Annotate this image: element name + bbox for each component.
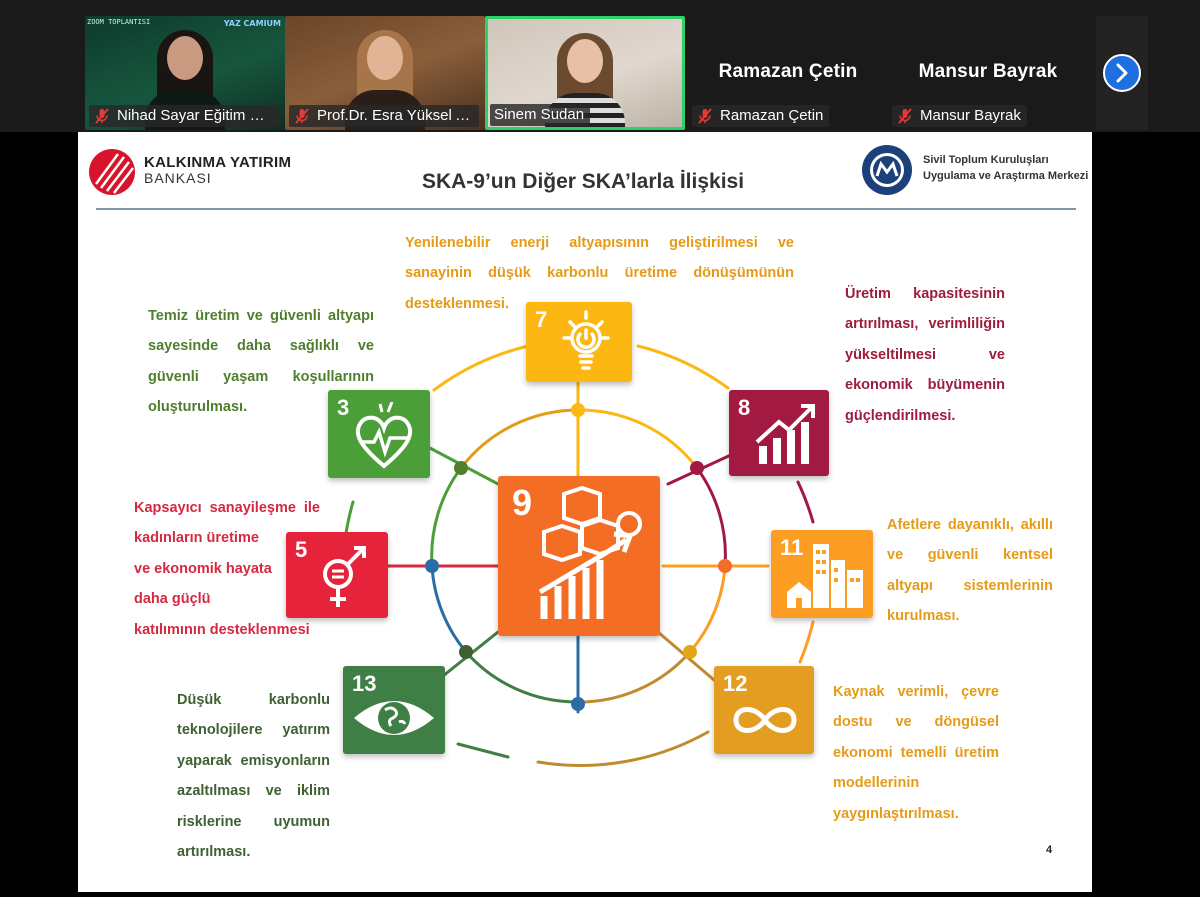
sdg5-description-line: ve ekonomik hayata <box>134 560 272 577</box>
sdg12-responsible-consumption-tile: 12 <box>714 666 814 754</box>
muted-mic-icon <box>295 108 309 124</box>
participant-name-label: Mansur Bayrak <box>892 105 1027 127</box>
muted-mic-icon <box>95 108 109 124</box>
sdg5-gender-equality-tile: 5 <box>286 532 388 618</box>
sdg7-number: 7 <box>535 307 548 332</box>
marmara-university-seal-icon <box>862 145 912 195</box>
sdg5-description-line: Kapsayıcı sanayileşme ile <box>134 500 320 516</box>
participant-video-image <box>545 33 625 127</box>
sdg12-description: Kaynak verimli, çevre dostu ve döngüsel … <box>833 684 999 822</box>
bank-name-line2: BANKASI <box>144 170 212 186</box>
title-divider <box>96 208 1076 210</box>
tile-banner-text: ZOOM TOPLANTISI <box>87 18 151 26</box>
sdg8-description: Üretim kapasitesinin artırılması, veriml… <box>845 286 1005 424</box>
sdg5-description-line: daha güçlü <box>134 591 211 608</box>
sdg5-description-line: kadınların üretime <box>134 530 259 547</box>
participant-name-label: Prof.Dr. Esra Yüksel Acı <box>289 105 479 127</box>
lightbulb-power-icon <box>562 310 610 370</box>
chevron-right-icon <box>1116 63 1128 83</box>
participant-name-label: Sinem Sudan <box>490 104 591 126</box>
earth-eye-icon <box>354 701 434 735</box>
video-tile-mansur[interactable]: Mansur Bayrak Mansur Bayrak <box>888 16 1088 130</box>
sdg3-description: Temiz üretim ve güvenli altyapı sayesind… <box>148 308 374 416</box>
participant-name-label: Nihad Sayar Eğitim Va... <box>89 105 279 127</box>
sdg9-number: 9 <box>512 482 533 523</box>
participant-name-label: Ramazan Çetin <box>692 105 830 127</box>
sdg13-description: Düşük karbonlu teknolojilere yatırım yap… <box>177 692 330 861</box>
research-center-line1: Sivil Toplum Kuruluşları <box>923 154 1049 166</box>
sdg5-number: 5 <box>295 537 308 562</box>
muted-mic-icon <box>698 108 712 124</box>
city-buildings-icon <box>787 544 863 608</box>
sdg13-climate-action-tile: 13 <box>343 666 445 754</box>
research-center-line2: Uygulama ve Araştırma Merkezi <box>923 170 1089 182</box>
sdg13-number: 13 <box>352 671 377 696</box>
video-tile-esra[interactable]: Prof.Dr. Esra Yüksel Acı <box>285 16 485 130</box>
participant-tile-name: Mansur Bayrak <box>918 61 1058 82</box>
next-participants-button[interactable] <box>1103 54 1141 92</box>
sdg5-description: Kapsayıcı sanayileşme ile kadınların üre… <box>134 493 320 645</box>
bank-name-line1: KALKINMA YATIRIM <box>144 154 292 171</box>
participant-strip: ZOOM TOPLANTISI YAZ CAMIUM Nihad Sayar E… <box>0 0 1200 132</box>
sdg5-description-line: katılımının desteklenmesi <box>134 621 310 638</box>
sdg11-description: Afetlere dayanıklı, akıllı ve güvenli ke… <box>887 517 1053 625</box>
sdg8-number: 8 <box>738 395 751 420</box>
participant-tile-name: Ramazan Çetin <box>718 61 858 82</box>
sdg7-description: Yenilenebilir enerji altyapısının gelişt… <box>405 235 794 312</box>
sdg11-number: 11 <box>780 535 804 560</box>
gender-equality-symbol-icon <box>323 546 366 607</box>
shared-screen-slide: KALKINMA YATIRIM BANKASI SKA-9’un Diğer … <box>78 132 1092 892</box>
growth-bar-chart-icon <box>755 404 815 464</box>
infinity-loop-icon <box>733 707 797 733</box>
video-tile-sinem-active-speaker[interactable]: Sinem Sudan <box>485 16 685 130</box>
kalkinma-bank-logo-icon <box>89 149 135 195</box>
heart-pulse-icon <box>355 402 413 469</box>
video-tile-nihad[interactable]: ZOOM TOPLANTISI YAZ CAMIUM Nihad Sayar E… <box>85 16 285 130</box>
sdg3-good-health-tile: 3 <box>328 390 430 478</box>
sdg3-number: 3 <box>337 395 350 420</box>
slide-title: SKA-9’un Diğer SKA’larla İlişkisi <box>421 170 745 193</box>
industry-blocks-icon <box>538 485 642 619</box>
muted-mic-icon <box>898 108 912 124</box>
sdg9-industry-innovation-tile: 9 <box>498 476 660 636</box>
video-tile-ramazan[interactable]: Ramazan Çetin Ramazan Çetin <box>688 16 888 130</box>
sdg11-sustainable-cities-tile: 11 <box>771 530 873 618</box>
sdg8-decent-work-tile: 8 <box>729 390 829 476</box>
slide-page-number: 4 <box>1046 844 1053 856</box>
tile-logo-text: YAZ CAMIUM <box>223 19 281 28</box>
sdg7-clean-energy-tile: 7 <box>526 302 632 382</box>
sdg12-number: 12 <box>723 671 748 696</box>
